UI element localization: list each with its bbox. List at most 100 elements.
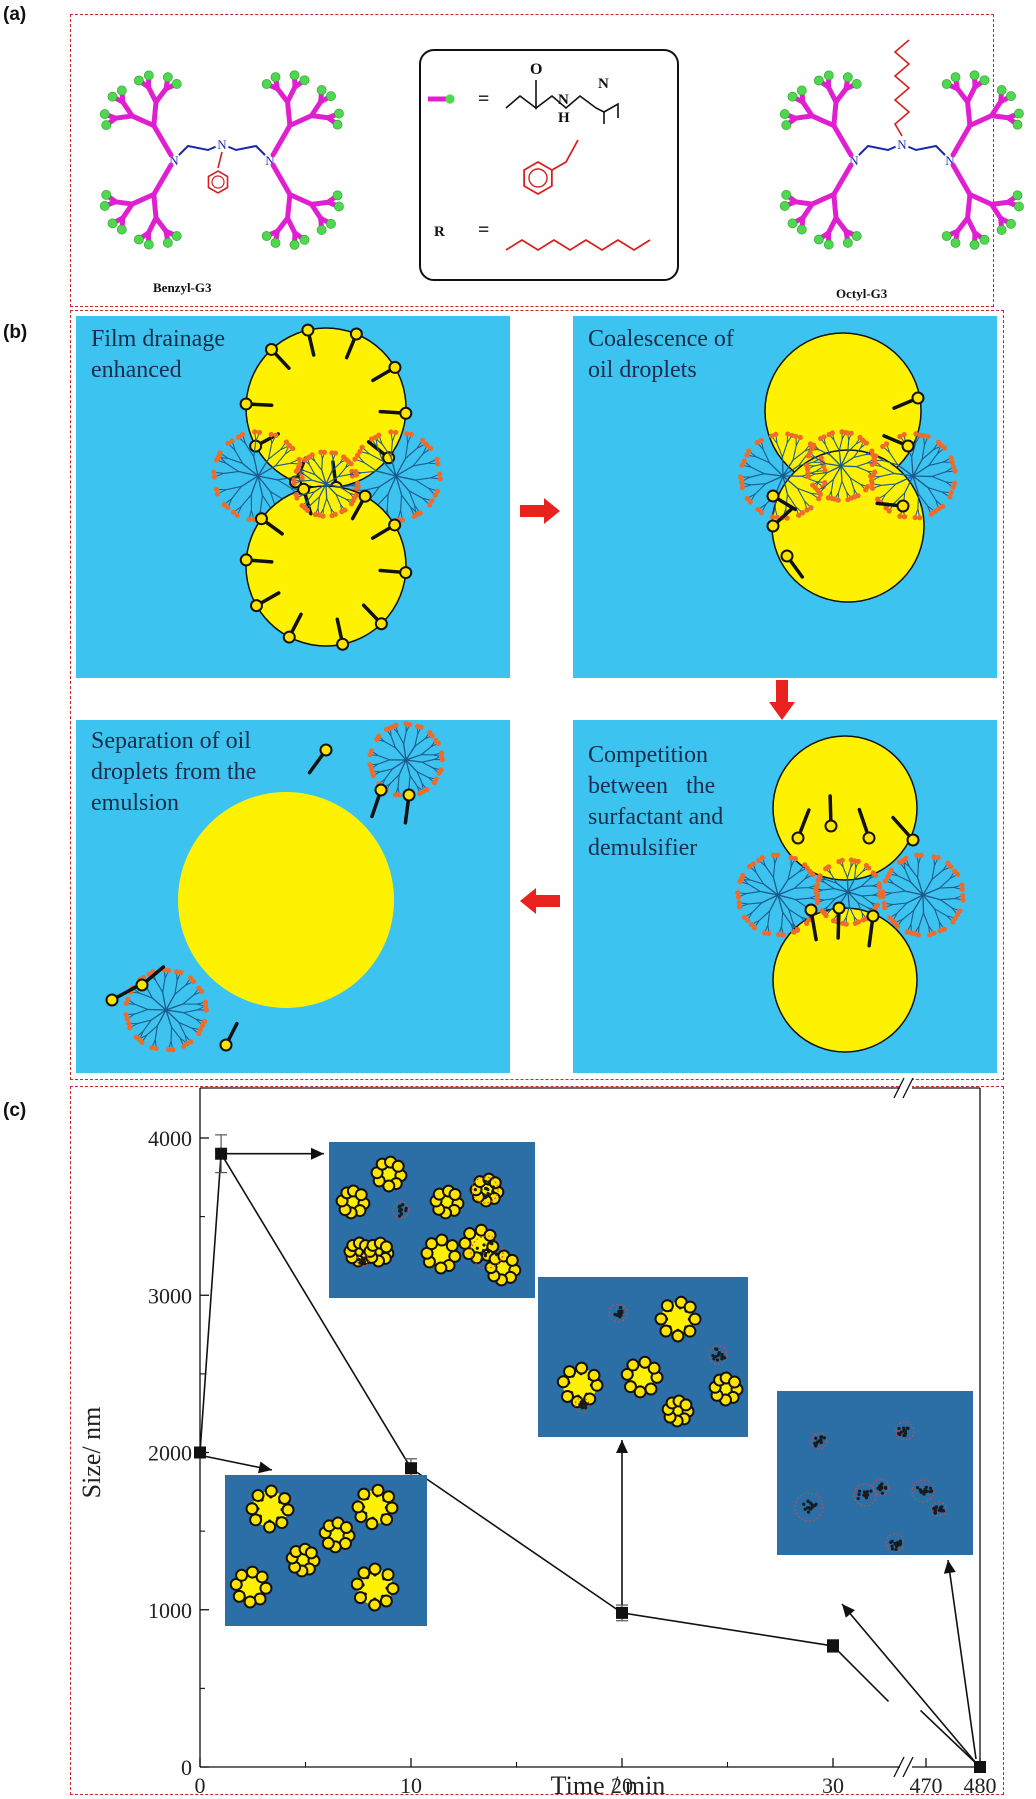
dendrimer-arm: [897, 464, 914, 477]
dendrimer-arm: [134, 1009, 149, 1015]
dendrimer-arm: [893, 492, 906, 504]
terminal-group: [787, 91, 798, 102]
dendrimer-dot: [814, 1436, 818, 1440]
surfactant-head: [556, 1375, 570, 1389]
dendrimer-tip: [886, 508, 892, 514]
dendrimer-dot: [490, 1242, 494, 1246]
axis-break-mark: [902, 1756, 914, 1778]
dendrimer-tip: [807, 450, 813, 456]
surfactant-head: [235, 1568, 249, 1582]
surfactant-head: [319, 743, 333, 757]
dendrimer-arm: [178, 1021, 193, 1029]
surfactant-head: [382, 1490, 396, 1504]
dendrimer-arm: [922, 887, 940, 896]
dendrimer-arm: [934, 908, 940, 923]
dendrimer-halo: [794, 1492, 824, 1522]
dendrimer-tip: [897, 513, 903, 519]
dendrimer-arm: [750, 466, 765, 475]
dendrimer-arm: [841, 481, 848, 493]
legend-equals: =: [478, 88, 489, 110]
data-point: [974, 1761, 986, 1773]
dendrimer-arm: [921, 444, 925, 460]
dendrimer-tip: [819, 908, 825, 914]
dendrimer-tip: [273, 432, 279, 438]
surfactant-head: [251, 1489, 265, 1503]
dendrimer-dot: [480, 1257, 484, 1262]
surfactant-head: [399, 406, 413, 420]
dendrimer-tip: [914, 852, 920, 858]
surfactant-head: [259, 1581, 273, 1595]
dendrimer-dot: [585, 1402, 589, 1406]
surfactant-head: [862, 831, 876, 845]
dendrimer-tip: [882, 905, 888, 911]
surfactant-head: [245, 1502, 259, 1516]
axis-break-gap: [900, 1755, 912, 1779]
dendrimer-tip: [149, 1045, 155, 1051]
dendrimer-arm: [846, 877, 849, 893]
dendrimer-arm: [405, 759, 411, 776]
surfactant-head: [434, 1261, 448, 1275]
dendrimer-tip: [190, 978, 197, 984]
dendrimer-arm: [824, 881, 835, 890]
dendrimer-tip: [791, 929, 797, 935]
dendrimer-tip: [818, 455, 824, 461]
dendrimer-dot: [880, 1491, 885, 1495]
dendrimer-tip: [735, 894, 742, 900]
dendrimer-arm: [269, 491, 276, 507]
dendrimer-dot: [879, 1485, 883, 1490]
surfactant-head: [264, 342, 278, 356]
dendrimer-arm: [832, 465, 842, 480]
dendrimer-dot: [401, 1203, 405, 1207]
core-atom-label: N: [265, 153, 275, 168]
dendrimer-tip: [788, 854, 794, 861]
legend-benzyl-ring: [523, 160, 553, 196]
dendrimer-tip: [173, 969, 180, 975]
dendrimer-dot: [933, 1511, 938, 1515]
dendrimer-tip: [165, 1046, 172, 1053]
legend-box: [419, 49, 679, 281]
dendrimer-arm: [912, 459, 923, 477]
dendrimer-tip: [355, 452, 361, 458]
dendrimer-dot: [485, 1247, 489, 1251]
dendrimer-arm: [833, 439, 840, 452]
dendrimer-arm: [183, 1012, 197, 1020]
dendrimer-arm: [245, 443, 255, 457]
dendrimer-arm: [833, 888, 849, 893]
dendrimer-arm: [321, 459, 323, 471]
dendrimer-dot: [485, 1194, 489, 1198]
dendrimer-arm: [339, 486, 350, 494]
dendrimer-tip: [393, 722, 399, 728]
dendrimer-arm: [879, 472, 895, 478]
dendrimer-arm: [848, 906, 855, 917]
dendrimer-arm: [412, 462, 429, 467]
scene-film-drainage: Film drainage enhanced: [76, 316, 510, 678]
dendrimer-arm: [908, 866, 919, 879]
dendrimer-tip: [408, 431, 414, 438]
dendrimer-tip: [309, 452, 315, 458]
dendrimer-arm: [259, 495, 263, 511]
dendrimer-arm: [270, 491, 284, 501]
dendrimer-halo: [608, 1303, 628, 1323]
dendrimer-tip: [225, 440, 231, 446]
dendrimer-arm: [894, 472, 914, 477]
dendrimer-tip: [829, 430, 836, 436]
dendrimer-halo: [885, 1533, 905, 1553]
dendrimer-arm: [891, 890, 906, 894]
terminal-group: [941, 79, 952, 89]
dendrimer-arm: [836, 882, 849, 893]
dendrimer-tip: [419, 437, 425, 443]
dendrimer-arm: [792, 445, 797, 461]
x-axis-label: Time / min: [551, 1771, 666, 1799]
caption-line: oil droplets: [588, 357, 697, 383]
dendrimer-tip: [814, 896, 820, 902]
dendrimer-arm: [392, 759, 407, 770]
dendrimer-arm: [853, 447, 862, 458]
dendrimer-arm: [922, 879, 933, 896]
surfactant-head: [620, 1367, 634, 1381]
dendrimer-arm: [781, 442, 788, 458]
dendrimer-tip: [431, 780, 437, 786]
dendrimer-tip: [339, 508, 345, 515]
dendrimer-tip: [876, 884, 882, 890]
dendrimer-arm: [775, 475, 784, 494]
dendrimer-arm: [325, 483, 328, 499]
